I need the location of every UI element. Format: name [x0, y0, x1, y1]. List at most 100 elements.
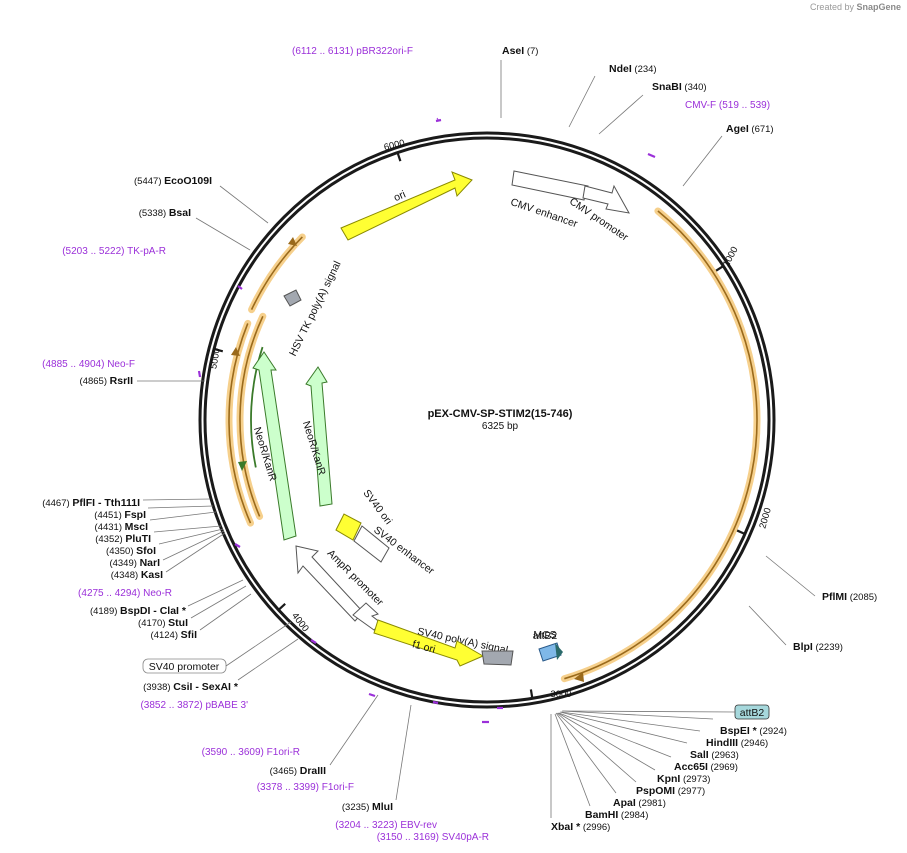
site-label-bsai[interactable]: (5338) BsaI — [139, 207, 191, 219]
site-label-kasi[interactable]: (4348) KasI — [111, 569, 163, 581]
site-name-nari: NarI — [140, 557, 161, 569]
feature-ori-0[interactable] — [340, 171, 473, 241]
site-label-ecoo109i[interactable]: (5447) EcoO109I — [134, 175, 212, 187]
site-line-apai — [555, 712, 617, 794]
primer-name-cmv-f: CMV-F — [685, 100, 716, 111]
site-name-pflmi: PflMI — [822, 591, 847, 603]
feature-hsv-tk-poly-a-signal-3[interactable] — [283, 289, 302, 307]
site-label-nari[interactable]: (4349) NarI — [109, 557, 160, 569]
site-pos-draiii: (3465) — [270, 766, 297, 777]
site-name-sfii: SfiI — [181, 629, 197, 641]
site-label-apai[interactable]: ApaI (2981) — [613, 797, 666, 809]
site-label-kpni[interactable]: KpnI (2973) — [657, 773, 710, 785]
site-label-acc65i[interactable]: Acc65I (2969) — [674, 761, 738, 773]
site-label-draiii[interactable]: (3465) DraIII — [270, 765, 326, 777]
neo-inner-arrowhead — [238, 461, 247, 471]
primer-mark-f1ori-r — [368, 692, 376, 698]
site-line-bamhi — [554, 713, 591, 807]
site-label-stui[interactable]: (4170) StuI — [138, 617, 188, 629]
site-pos-pflfi-tth111i: (4467) — [42, 498, 69, 509]
site-label-blpi[interactable]: BlpI (2239) — [793, 641, 843, 653]
site-line-pluti — [153, 525, 222, 533]
site-label-pluti[interactable]: (4352) PluTI — [95, 533, 151, 545]
site-name-kasi: KasI — [141, 569, 163, 581]
site-pos-agei: (671) — [751, 124, 773, 135]
sv40-promoter-line — [225, 621, 292, 667]
site-pos-blpi: (2239) — [815, 642, 842, 653]
site-label-pspomi[interactable]: PspOMI (2977) — [636, 785, 705, 797]
feature-neor-kanr-4[interactable] — [252, 351, 297, 541]
site-pos-mlui: (3235) — [342, 802, 369, 813]
feature-neor-kanr-5[interactable] — [305, 366, 333, 507]
primer-line-f1ori-f — [434, 701, 436, 703]
feature-sv40-poly-a-signal-9[interactable] — [352, 602, 382, 631]
primer-label-neo-r[interactable]: (4275 .. 4294) Neo-R — [78, 588, 172, 599]
tick-2000 — [736, 529, 746, 535]
site-pos-pspomi: (2977) — [678, 786, 705, 797]
site-label-mlui[interactable]: (3235) MluI — [342, 801, 393, 813]
primer-label-f1ori-r[interactable]: (3590 .. 3609) F1ori-R — [202, 747, 300, 758]
site-label-pflmi[interactable]: PflMI (2085) — [822, 591, 877, 603]
site-name-agei: AgeI — [726, 123, 749, 135]
site-pos-acc65i: (2969) — [711, 762, 738, 773]
site-label-bspei[interactable]: BspEI * (2924) — [720, 725, 787, 737]
feature-sv40-ori-6[interactable] — [335, 513, 362, 541]
site-name-kpni: KpnI — [657, 773, 680, 785]
primer-label-neo-f[interactable]: (4885 .. 4904) Neo-F — [42, 359, 135, 370]
site-line-sali — [559, 711, 688, 744]
tick-label-5000: 5000 — [208, 347, 223, 370]
site-label-pflfi-tth111i[interactable]: (4467) PflFI - Tth111I — [42, 497, 140, 509]
site-pos-sali: (2963) — [711, 750, 738, 761]
site-name-stui: StuI — [168, 617, 188, 629]
site-pos-msci: (4431) — [95, 522, 122, 533]
primer-label-ebv-rev[interactable]: (3204 .. 3223) EBV-rev — [335, 820, 437, 831]
site-label-fspi[interactable]: (4451) FspI — [94, 509, 146, 521]
site-pos-bamhi: (2984) — [621, 810, 648, 821]
primer-label-pbabe-3[interactable]: (3852 .. 3872) pBABE 3' — [140, 700, 248, 711]
site-label-sfoi[interactable]: (4350) SfoI — [106, 545, 156, 557]
site-label-agei[interactable]: AgeI (671) — [726, 123, 774, 135]
site-pos-apai: (2981) — [638, 798, 665, 809]
site-label-xbai[interactable]: XbaI * (2996) — [551, 821, 610, 833]
site-label-csii-sexai[interactable]: (3938) CsiI - SexAI * — [143, 681, 239, 693]
site-label-bspdi-clai[interactable]: (4189) BspDI - ClaI * — [90, 605, 187, 617]
primer-range-f1ori-f: (3378 .. 3399) — [257, 782, 319, 793]
site-name-blpi: BlpI — [793, 641, 813, 653]
site-name-csii-sexai: CsiI - SexAI — [173, 681, 231, 693]
site-label-snabi[interactable]: SnaBI (340) — [652, 81, 707, 93]
site-label-rsrii[interactable]: (4865) RsrII — [80, 375, 134, 387]
primer-label-pbr322ori-f[interactable]: (6112 .. 6131) pBR322ori-F — [292, 46, 413, 57]
feature-cmv-promoter-2[interactable] — [582, 184, 630, 214]
site-label-asei[interactable]: AseI (7) — [502, 45, 538, 57]
feature-sv40-enhancer-7[interactable] — [353, 525, 390, 563]
feature-cmv-enhancer-1[interactable] — [511, 170, 589, 201]
site-name-fspi: FspI — [124, 509, 146, 521]
site-label-sfii[interactable]: (4124) SfiI — [151, 629, 198, 641]
tick-5000 — [213, 347, 224, 353]
primer-label-sv40pa-r[interactable]: (3150 .. 3169) SV40pA-R — [377, 832, 489, 843]
site-pos-bsai: (5338) — [139, 208, 166, 219]
feature-attb2-12[interactable] — [538, 642, 562, 662]
site-label-ndei[interactable]: NdeI (234) — [609, 63, 657, 75]
site-pos-csii-sexai: (3938) — [143, 682, 170, 693]
primer-label-f1ori-f[interactable]: (3378 .. 3399) F1ori-F — [257, 782, 354, 793]
site-name-pluti: PluTI — [125, 533, 151, 545]
site-pos-bspdi-clai: (4189) — [90, 606, 117, 617]
site-label-bamhi[interactable]: BamHI (2984) — [585, 809, 648, 821]
site-name-bspei: BspEI — [720, 725, 750, 737]
site-label-sali[interactable]: SalI (2963) — [690, 749, 739, 761]
feature-mcs-11[interactable] — [481, 650, 514, 666]
site-label-hindiii[interactable]: HindIII (2946) — [706, 737, 768, 749]
site-label-msci[interactable]: (4431) MscI — [95, 521, 149, 533]
site-name-mlui: MluI — [372, 801, 393, 813]
site-name-ecoo109i: EcoO109I — [164, 175, 212, 187]
label-lines — [137, 60, 816, 818]
feature-label-hsv-tk-poly-a-signal-3: HSV TK poly(A) signal — [287, 259, 343, 358]
feature-f1-ori-10[interactable] — [373, 619, 485, 667]
site-line-ndei — [568, 75, 596, 128]
site-name-bamhi: BamHI — [585, 809, 618, 821]
primer-label-cmv-f[interactable]: CMV-F (519 .. 539) — [685, 100, 770, 111]
primer-label-tk-pa-r[interactable]: (5203 .. 5222) TK-pA-R — [62, 246, 166, 257]
tick-4000 — [277, 603, 286, 611]
